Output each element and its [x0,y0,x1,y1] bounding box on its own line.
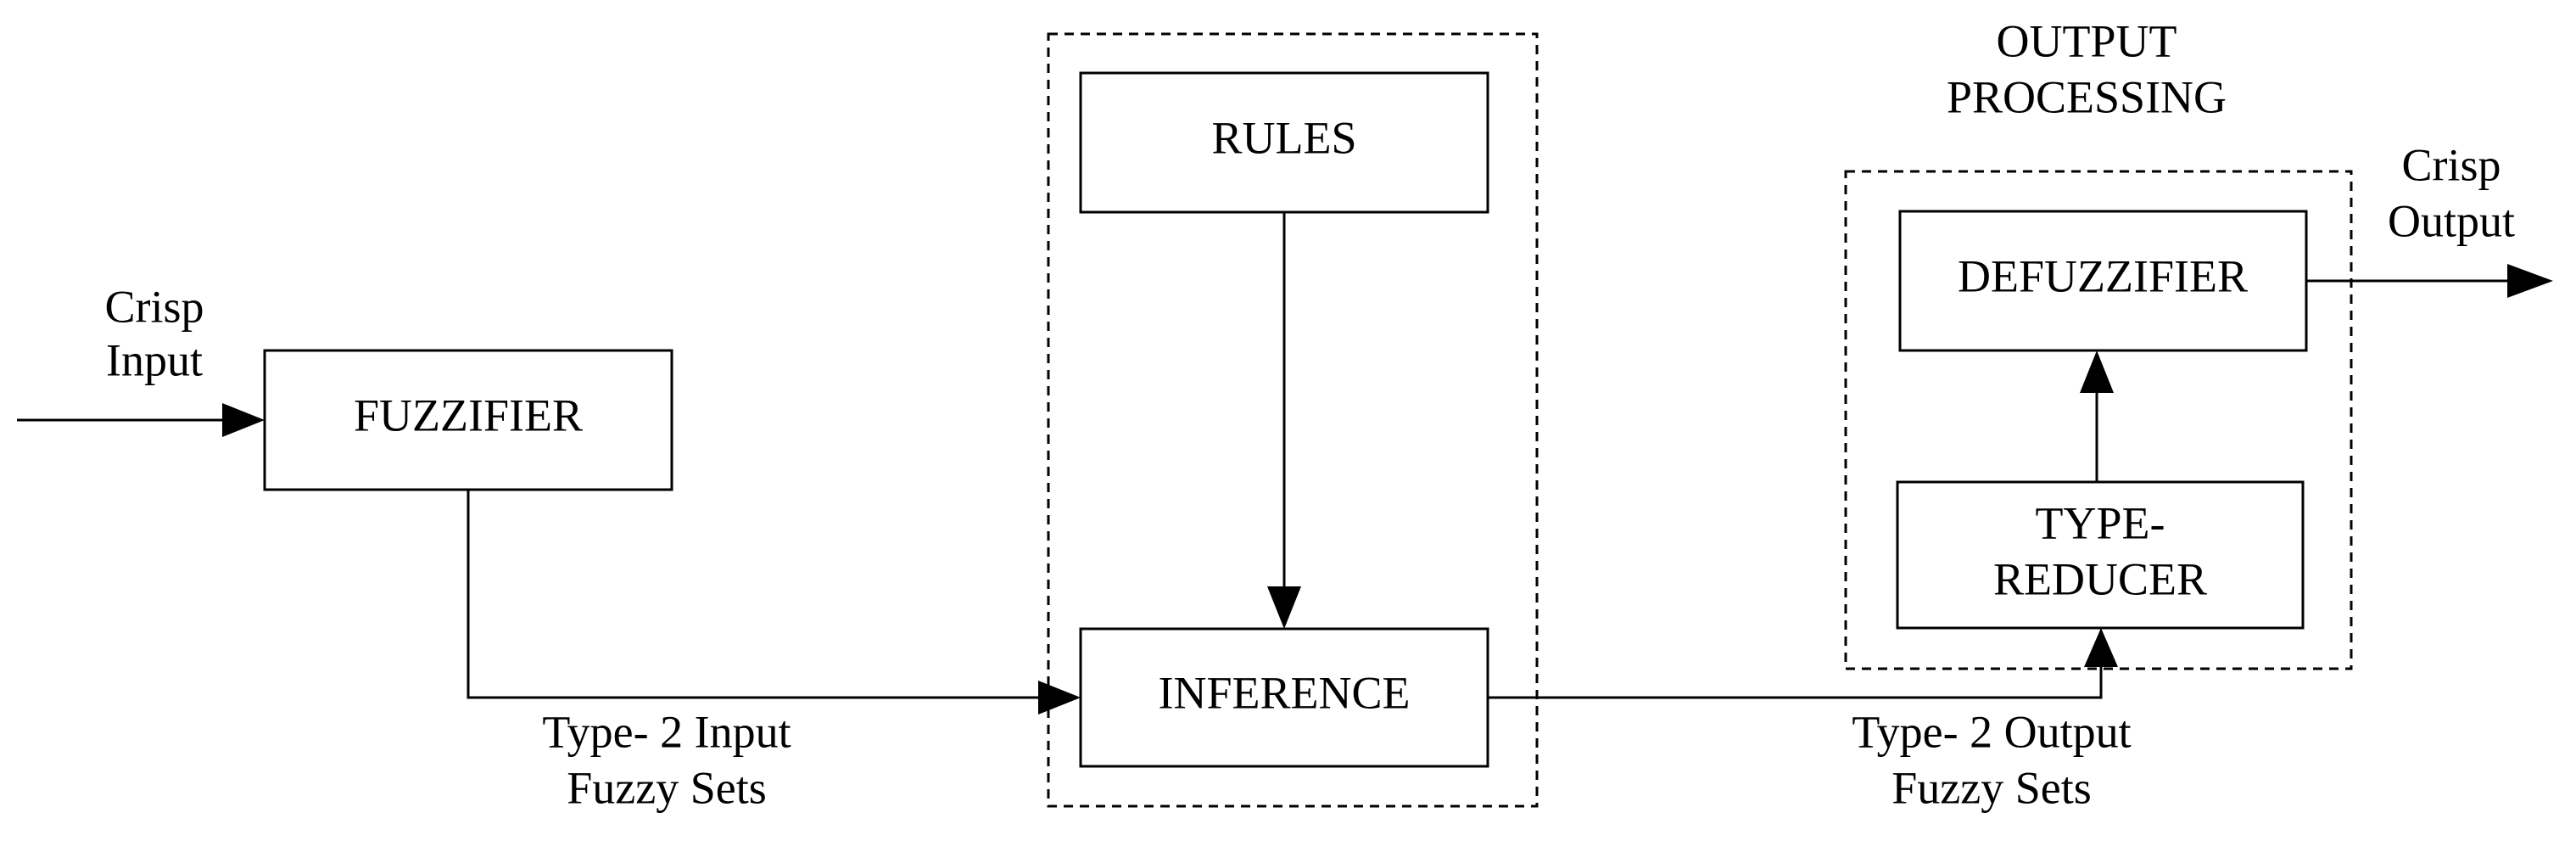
inference-block: INFERENCE [1079,627,1489,768]
fuzzifier-label: FUZZIFIER [354,390,583,440]
fuzzifier-box [263,349,673,491]
inference-group-boundary [1047,32,1539,808]
crisp-output-label-line2: Output [2388,195,2515,246]
defuzzifier-box [1898,210,2308,352]
output-processing-label-line2: PROCESSING [1947,71,2227,122]
fuzzifier-to-inference-arrowhead [1038,681,1081,715]
type-reducer-label-line2: REDUCER [1993,553,2207,604]
type-reducer-to-defuzzifier-arrowhead [2080,350,2114,393]
rules-block: RULES [1079,71,1489,214]
type-reducer-box [1896,480,2305,630]
fuzzifier-block: FUZZIFIER [263,349,673,491]
defuzzifier-label: DEFUZZIFIER [1958,250,2248,301]
output-processing-boundary [1844,170,2353,670]
inference-to-type-reducer-arrowhead [2084,628,2118,667]
fuzzifier-to-inference-line [467,490,1043,699]
inference-box [1079,627,1489,768]
rules-to-inference-arrowhead [1267,586,1301,629]
inference-to-type-reducer-line [1487,662,2103,699]
type2-input-fuzzy-sets-label-line1: Type- 2 Input [542,706,791,757]
crisp-output-arrowhead [2507,264,2553,298]
crisp-input-label-line2: Input [106,334,203,385]
crisp-input-label-line1: Crisp [104,281,204,332]
type2-input-fuzzy-sets-label-line2: Fuzzy Sets [567,762,767,813]
crisp-output-label-line1: Crisp [2401,139,2501,190]
type2-output-fuzzy-sets-label-line2: Fuzzy Sets [1891,762,2092,813]
inference-label: INFERENCE [1159,667,1411,718]
type-reducer-label-line1: TYPE- [2036,497,2165,548]
type-reducer-block: TYPE- REDUCER [1896,480,2305,630]
defuzzifier-block: DEFUZZIFIER [1898,210,2308,352]
rules-box [1079,71,1489,214]
crisp-input-arrowhead [222,403,265,437]
output-processing-label-line1: OUTPUT [1997,15,2177,66]
rules-label: RULES [1211,112,1356,163]
type2-output-fuzzy-sets-label-line1: Type- 2 Output [1852,706,2131,757]
